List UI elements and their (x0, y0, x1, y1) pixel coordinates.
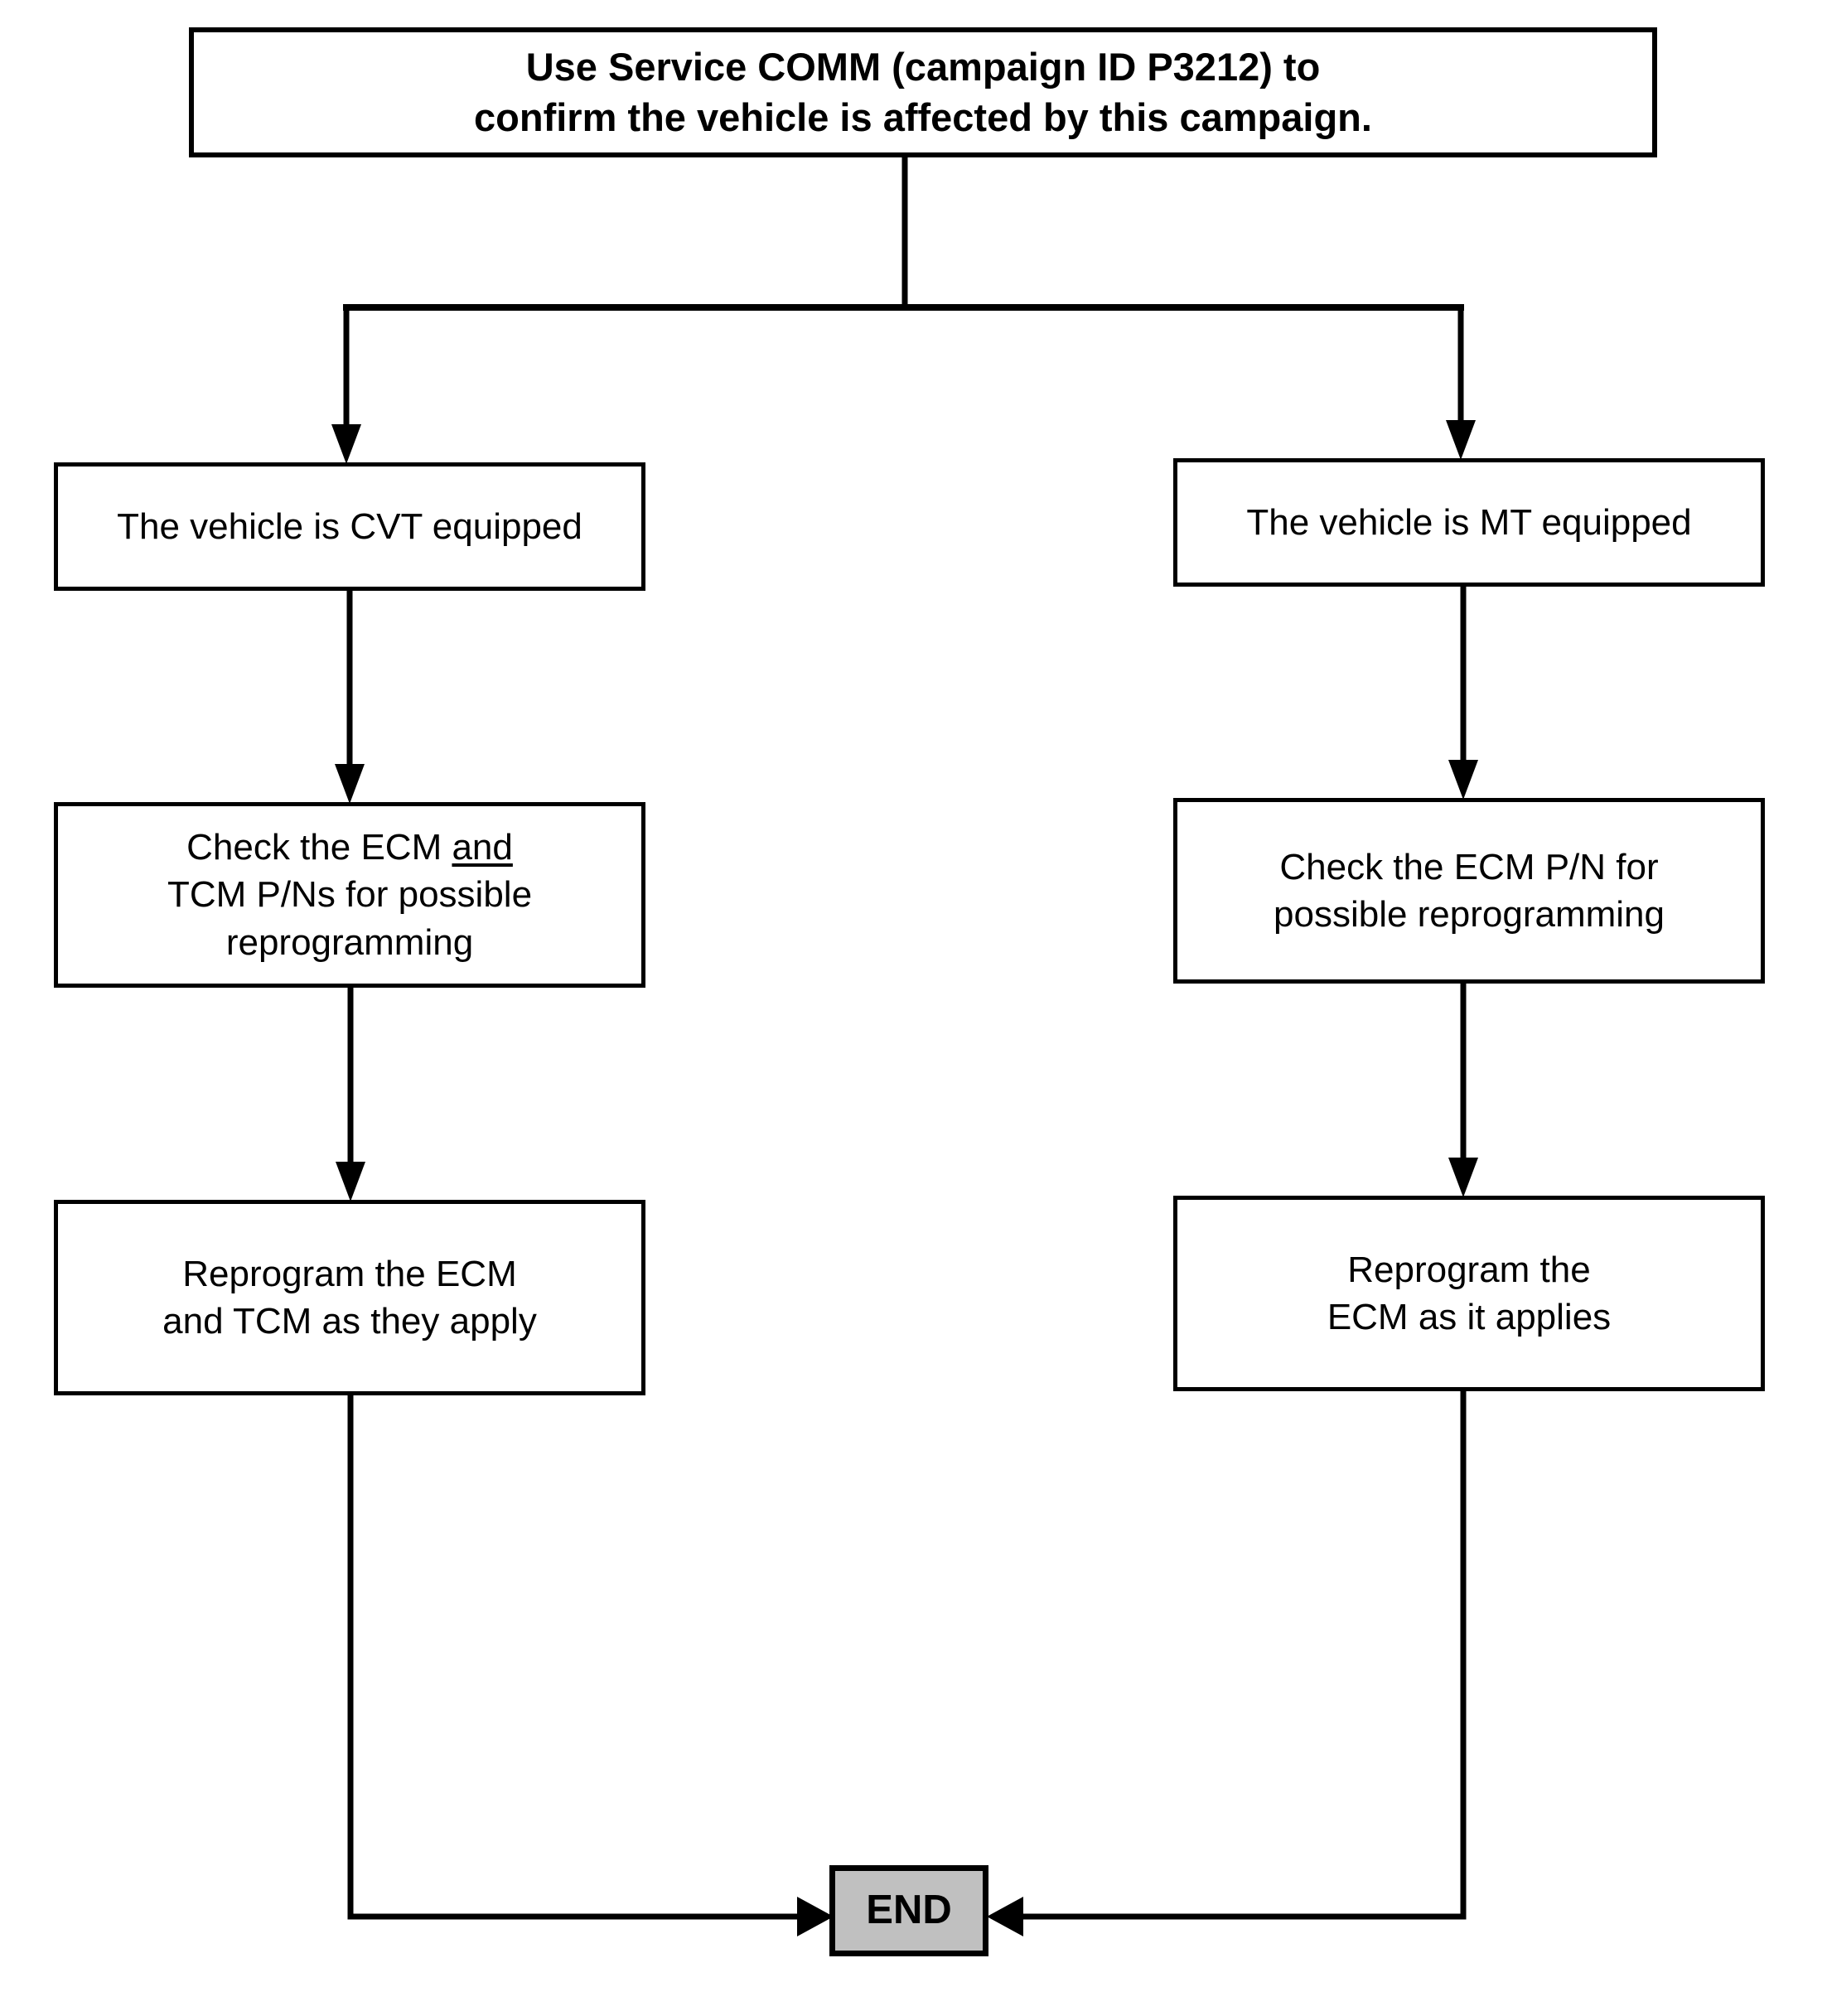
check-cvt-line1-emphasis: and (452, 827, 513, 868)
node-start-label: Use Service COMM (campaign ID P3212) to … (474, 45, 1372, 139)
node-mt-branch[interactable]: The vehicle is MT equipped (1173, 458, 1765, 587)
node-end-label: END (866, 1888, 952, 1933)
check-cvt-line1-prefix: Check the ECM (186, 827, 452, 868)
arrowhead-mt-to-check (1448, 760, 1478, 800)
connector-reprogram-cvt-to-end (347, 1395, 816, 1920)
node-reprogram-cvt[interactable]: Reprogram the ECM and TCM as they apply (54, 1200, 645, 1395)
node-mt-branch-label: The vehicle is MT equipped (1246, 501, 1692, 543)
arrowhead-check-mt-to-reprogram (1448, 1158, 1478, 1197)
arrowhead-split-to-mt (1446, 420, 1476, 460)
node-end[interactable]: END (829, 1865, 988, 1956)
arrowhead-check-cvt-to-reprogram (336, 1162, 365, 1201)
node-reprogram-mt-label: Reprogram the ECM as it applies (1327, 1249, 1612, 1337)
check-cvt-line3: reprogramming (225, 921, 474, 963)
node-reprogram-mt[interactable]: Reprogram the ECM as it applies (1173, 1196, 1765, 1391)
node-start[interactable]: Use Service COMM (campaign ID P3212) to … (189, 27, 1657, 157)
arrowhead-cvt-to-check (335, 764, 365, 804)
arrowhead-split-to-cvt (331, 424, 361, 464)
node-check-mt-label: Check the ECM P/N for possible reprogram… (1274, 846, 1665, 935)
node-cvt-branch[interactable]: The vehicle is CVT equipped (54, 462, 645, 591)
arrowhead-reprogram-mt-to-end (987, 1897, 1023, 1936)
arrowhead-reprogram-cvt-to-end (797, 1897, 834, 1936)
check-cvt-line2: TCM P/Ns for possible (167, 874, 533, 916)
connector-reprogram-mt-to-end (1004, 1391, 1467, 1920)
node-cvt-branch-label: The vehicle is CVT equipped (117, 505, 582, 547)
node-check-mt[interactable]: Check the ECM P/N for possible reprogram… (1173, 798, 1765, 984)
node-reprogram-cvt-label: Reprogram the ECM and TCM as they apply (162, 1253, 537, 1342)
